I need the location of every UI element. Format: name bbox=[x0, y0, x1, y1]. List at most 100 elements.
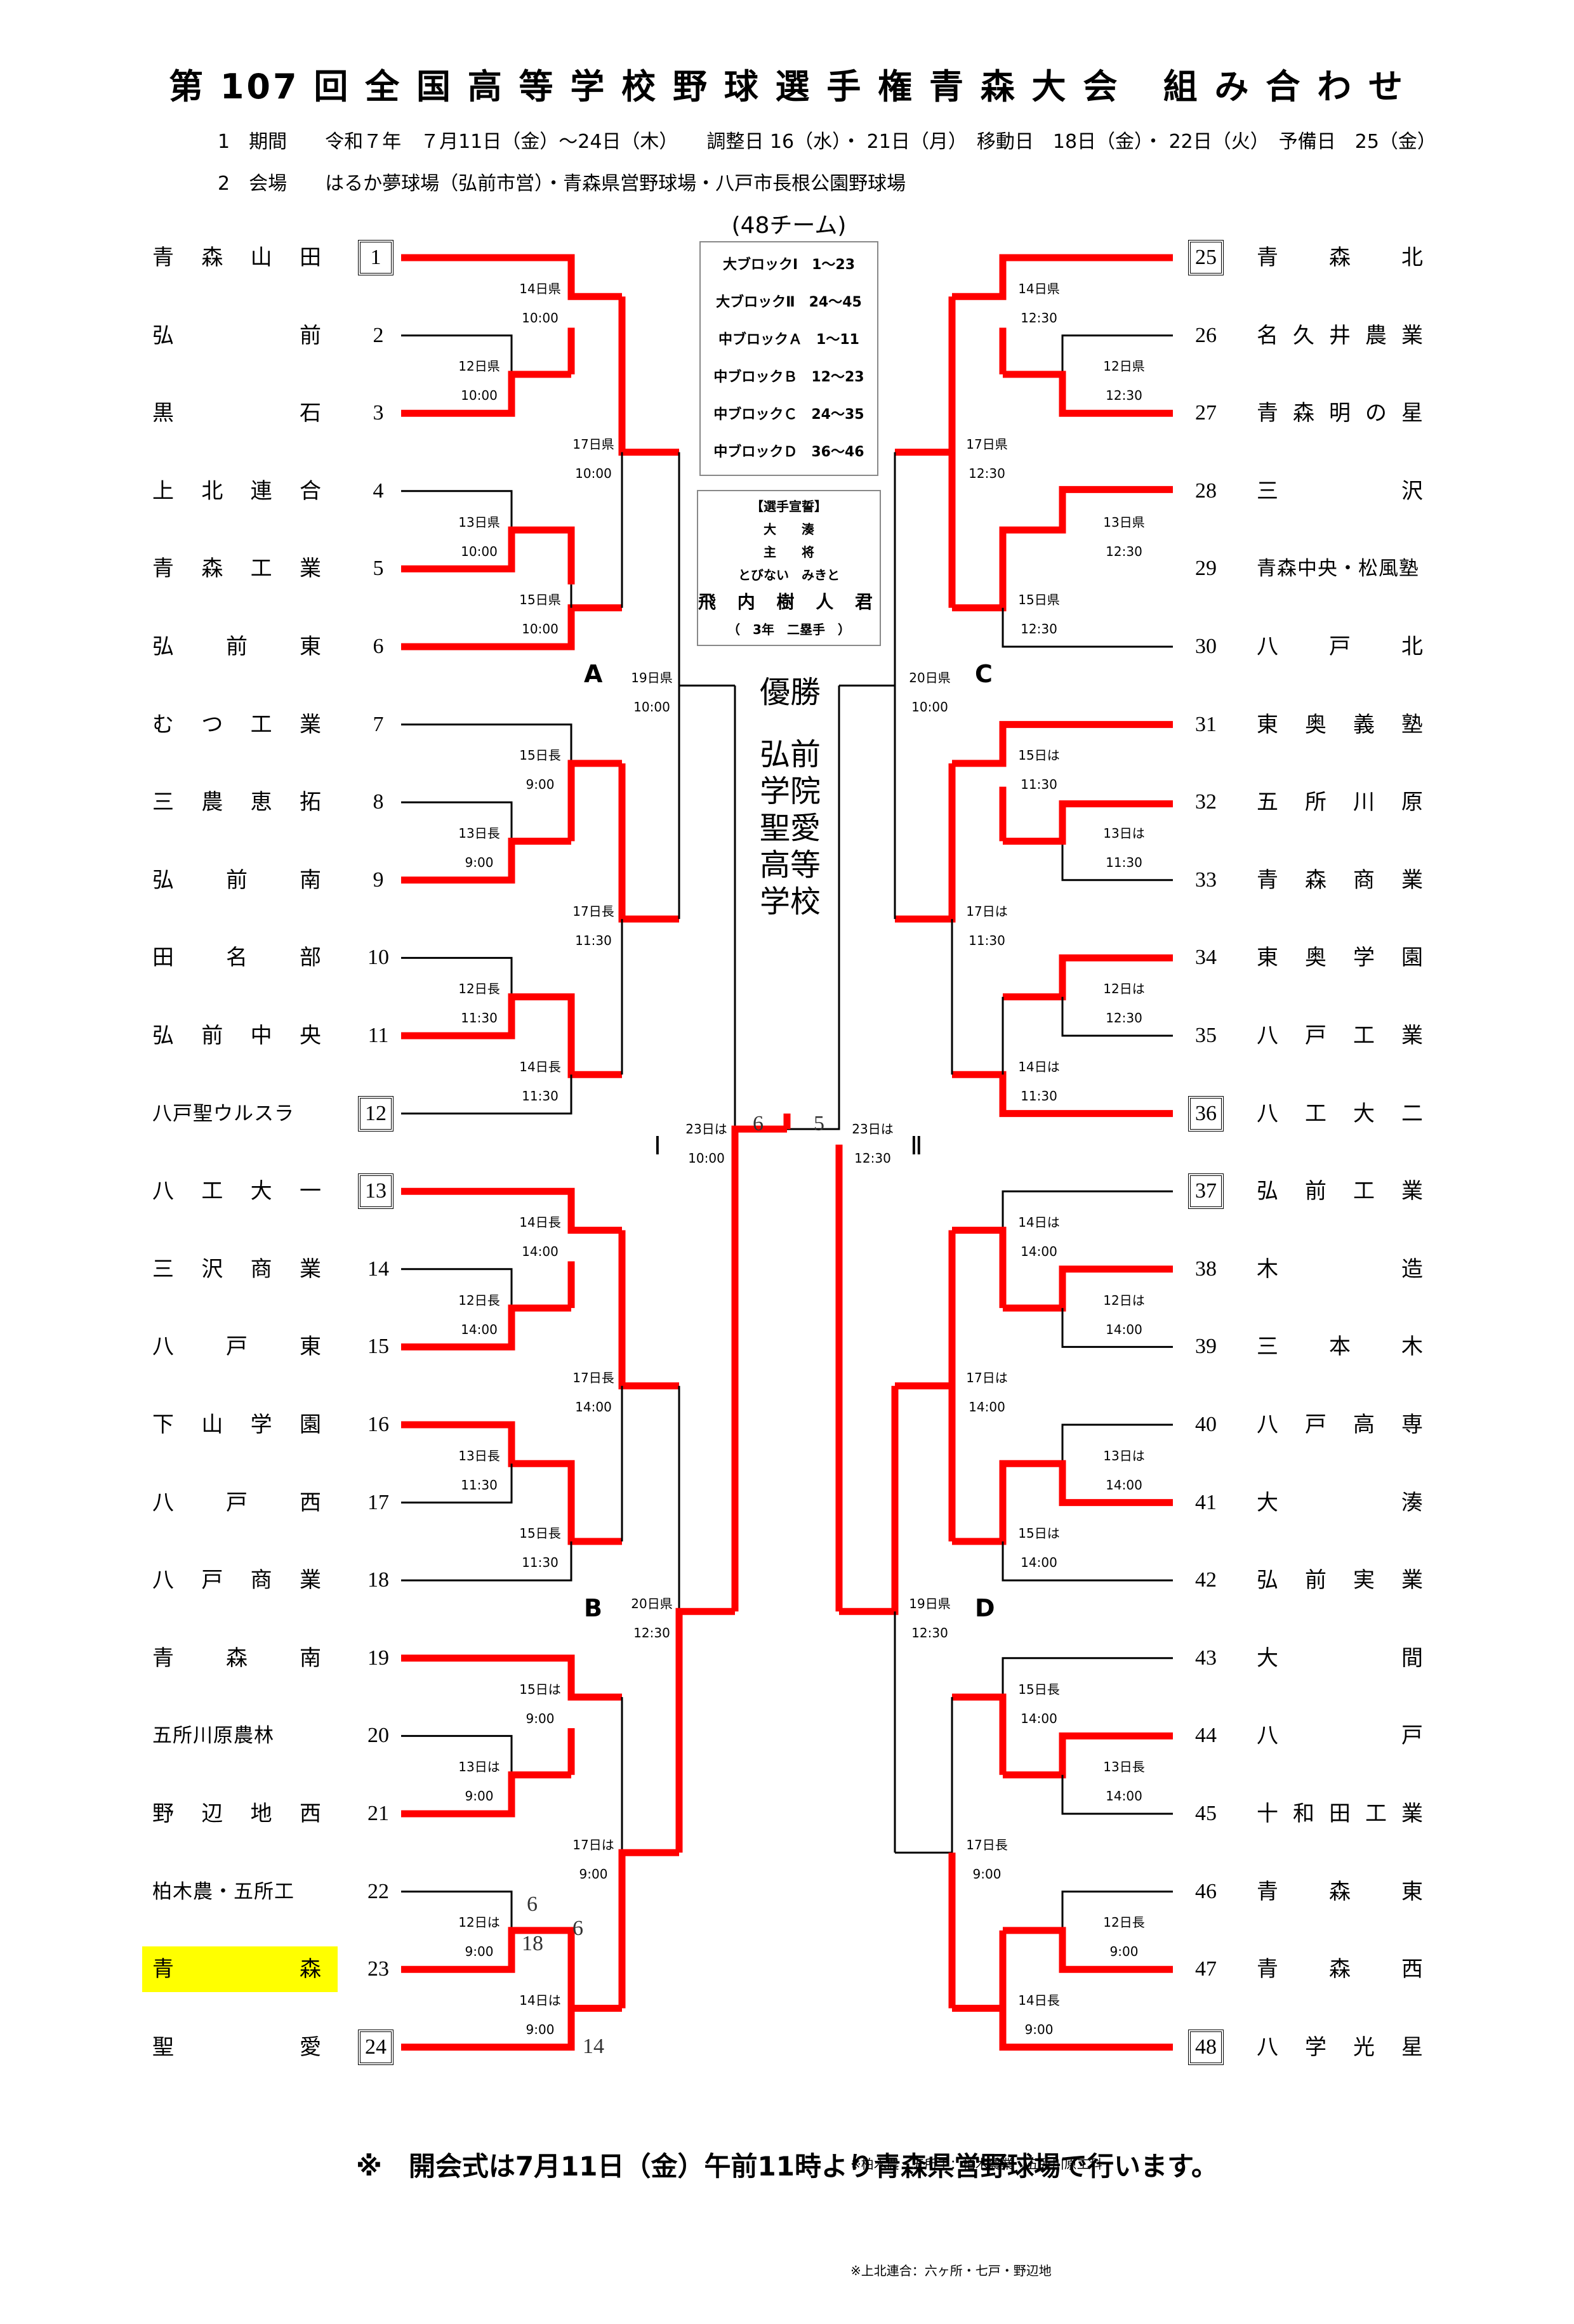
team-name: 黒石 bbox=[152, 400, 321, 426]
score-22: 6 bbox=[527, 1892, 538, 1916]
match-label: 23日は 10:00 bbox=[671, 1121, 741, 1166]
bracket-line bbox=[401, 1654, 622, 1701]
bracket-line bbox=[621, 1697, 679, 1854]
match-date: 13日長 bbox=[458, 1448, 500, 1463]
team-number: 33 bbox=[1195, 868, 1217, 892]
bracket-line bbox=[895, 1230, 956, 1390]
period-info: 1 期間 令和７年 ７月11日（金）～24日（木） 調整日 16（水）・ 21日… bbox=[218, 131, 1436, 153]
bracket-line bbox=[401, 1074, 572, 1115]
team-number: 6 bbox=[373, 635, 384, 658]
team-name: 東奥学園 bbox=[1257, 945, 1423, 971]
match-time: 14:00 bbox=[1021, 1243, 1057, 1259]
team-name: 八学光星 bbox=[1257, 2034, 1423, 2060]
match-time: 11:30 bbox=[522, 1088, 559, 1104]
team-number: 30 bbox=[1195, 635, 1217, 658]
champion-label: 優勝 bbox=[759, 675, 821, 710]
team-name: 三沢 bbox=[1257, 478, 1423, 504]
team-number: 32 bbox=[1195, 790, 1217, 814]
team-name: 八戸北 bbox=[1257, 634, 1423, 659]
bracket-line bbox=[1003, 371, 1173, 417]
champion: 優勝 弘前学院聖愛高等学校 bbox=[755, 674, 825, 920]
team-number: 41 bbox=[1195, 1490, 1217, 1514]
bracket-line bbox=[618, 763, 679, 923]
match-date: 15日県 bbox=[1018, 592, 1060, 608]
team-name: 青森商業 bbox=[1257, 867, 1423, 893]
match-time: 14:00 bbox=[522, 1243, 559, 1259]
match-date: 13日は bbox=[1103, 825, 1145, 841]
team-name: 八戸東 bbox=[152, 1334, 321, 1360]
team-name: 八戸高専 bbox=[1257, 1412, 1423, 1437]
bracket-line bbox=[1002, 607, 1173, 648]
team-name: 八戸商業 bbox=[152, 1568, 321, 1594]
match-time: 11:30 bbox=[522, 1555, 559, 1571]
team-name: 弘前南 bbox=[152, 867, 321, 893]
bracket-line bbox=[401, 1421, 622, 1545]
match-date: 14日長 bbox=[519, 1214, 561, 1230]
match-time: 10:00 bbox=[688, 1150, 725, 1166]
notes: ※柏木農・五所工：柏木農業・五所川原工科 ※上北連合：六ヶ所・七戸・野辺地 bbox=[850, 2075, 1102, 2324]
bracket-line bbox=[1061, 1774, 1173, 1815]
bracket-line bbox=[1061, 1891, 1173, 1931]
team-number: 34 bbox=[1195, 946, 1217, 970]
block-row: 大ブロックⅡ 24～45 bbox=[716, 294, 862, 310]
match-time: 11:30 bbox=[461, 1477, 498, 1493]
note-item: ※上北連合：六ヶ所・七戸・野辺地 bbox=[850, 2263, 1052, 2278]
match-date: 17日は bbox=[572, 1837, 614, 1852]
team-name: 青森 bbox=[152, 1957, 321, 1983]
bracket-line bbox=[401, 371, 571, 417]
bracket-line bbox=[401, 956, 513, 997]
bracket-line bbox=[952, 721, 1173, 767]
blocks-table: 大ブロックⅠ 1～23 大ブロックⅡ 24～45 中ブロックＡ 1～11 中ブロ… bbox=[699, 241, 878, 476]
bracket-line bbox=[401, 334, 513, 374]
team-number: 14 bbox=[367, 1257, 389, 1281]
match-date: 17日県 bbox=[966, 436, 1008, 452]
team-number: 37 bbox=[1188, 1173, 1224, 1210]
match-date: 12日は bbox=[458, 1915, 500, 1931]
bracket-line bbox=[401, 2008, 575, 2051]
match-time: 14:00 bbox=[461, 1321, 498, 1337]
team-number: 10 bbox=[367, 946, 389, 970]
match-date: 15日は bbox=[519, 1681, 561, 1697]
match-time: 9:00 bbox=[1109, 1944, 1139, 1960]
match-time: 9:00 bbox=[526, 2021, 555, 2037]
team-number: 9 bbox=[373, 868, 384, 892]
bracket-line bbox=[1002, 1190, 1173, 1231]
team-number: 4 bbox=[373, 479, 384, 503]
team-number: 38 bbox=[1195, 1257, 1217, 1281]
venue-info: 2 会場 はるか夢球場（弘前市営）・青森県営野球場・八戸市長根公園野球場 bbox=[218, 173, 906, 195]
match-time: 11:30 bbox=[1021, 777, 1057, 793]
team-number: 40 bbox=[1195, 1413, 1217, 1436]
team-name: 弘前東 bbox=[152, 634, 321, 659]
bracket-line bbox=[401, 490, 513, 531]
bracket-line bbox=[895, 1697, 953, 1854]
opening-ceremony-note: ※ 開会式は7月11日（金）午前11時より青森県営野球場で行います。 bbox=[356, 2151, 1218, 2182]
score-23b: 6 bbox=[572, 1917, 583, 1940]
team-number: 19 bbox=[367, 1646, 389, 1670]
match-date: 12日長 bbox=[458, 1292, 500, 1308]
match-time: 9:00 bbox=[1024, 2021, 1054, 2037]
bracket-line bbox=[618, 296, 679, 456]
match-date: 23日は bbox=[685, 1121, 727, 1137]
champion-school: 弘前学院聖愛高等学校 bbox=[759, 737, 821, 920]
bracket-line bbox=[401, 1927, 622, 2012]
team-name: 聖愛 bbox=[152, 2034, 321, 2060]
team-name: 青森西 bbox=[1257, 1957, 1423, 1983]
team-number: 22 bbox=[367, 1879, 389, 1903]
bracket-line bbox=[401, 1771, 571, 1818]
match-date: 23日は bbox=[852, 1121, 894, 1137]
big-block-two: Ⅱ bbox=[910, 1132, 923, 1160]
match-date: 19日県 bbox=[909, 1595, 951, 1611]
bracket-line bbox=[839, 1385, 899, 1615]
match-time: 10:00 bbox=[461, 388, 498, 404]
team-name: 弘前中央 bbox=[152, 1023, 321, 1048]
